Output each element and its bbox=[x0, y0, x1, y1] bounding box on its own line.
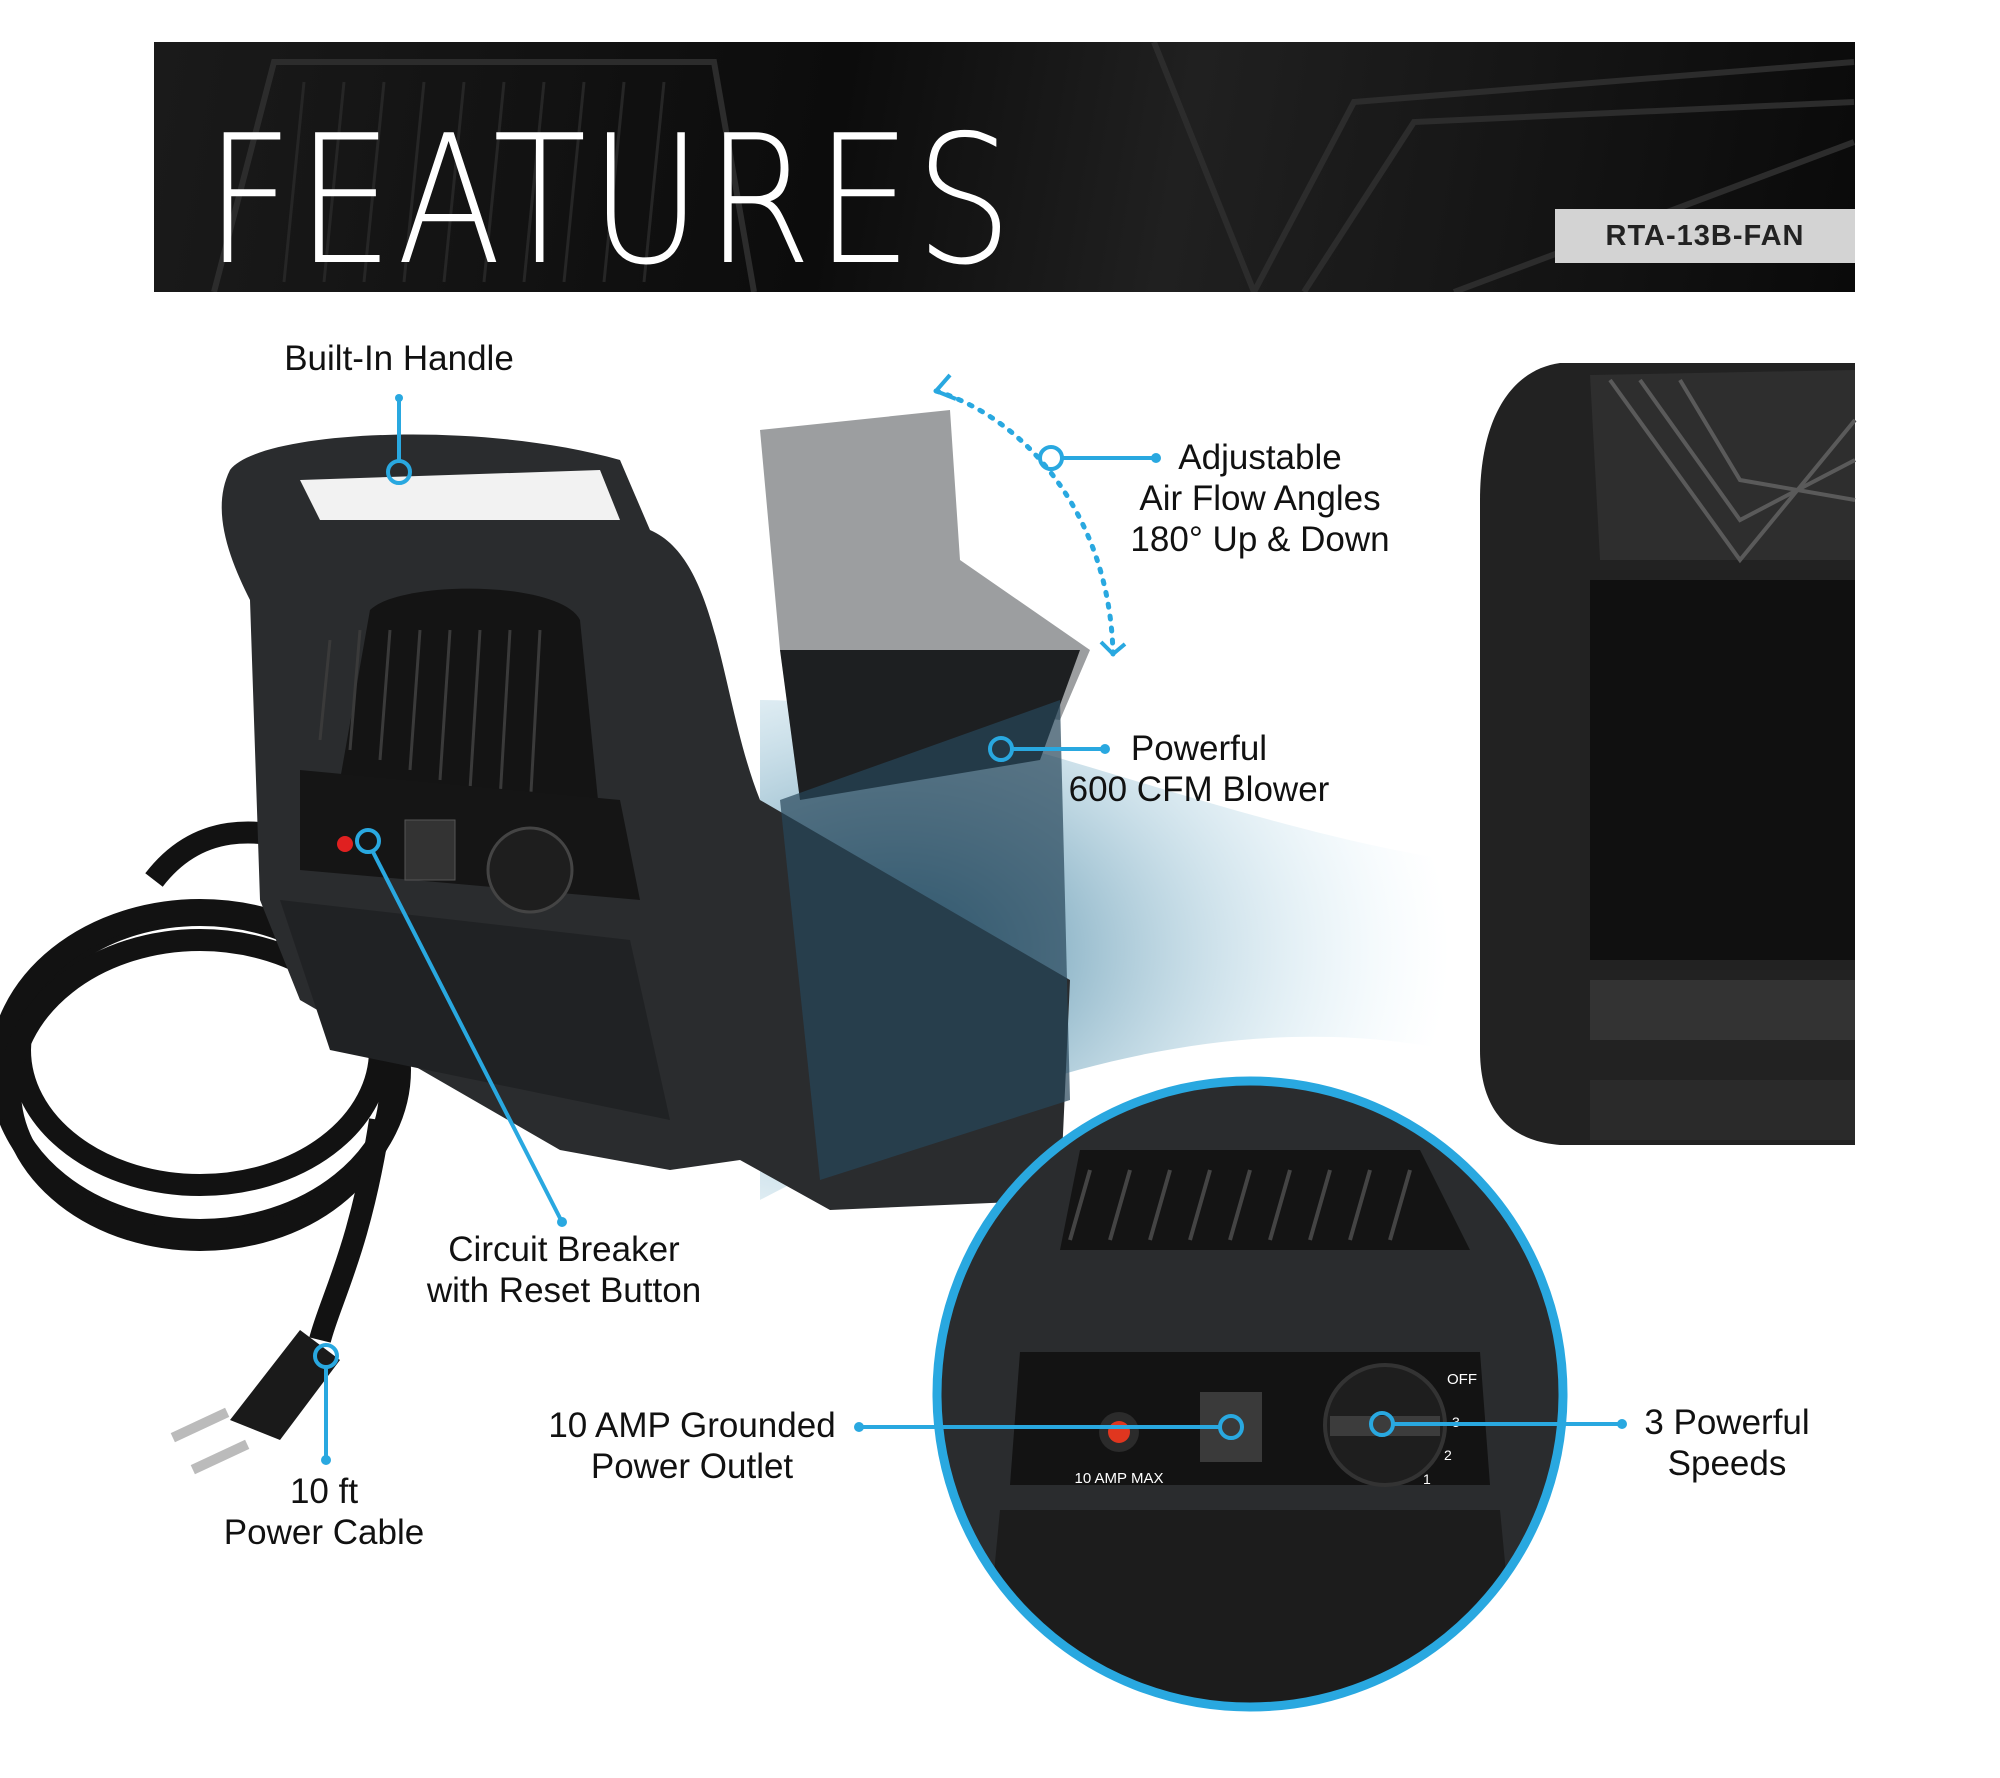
dial-2-label: 2 bbox=[1444, 1447, 1452, 1463]
feature-text: Speeds bbox=[1667, 1444, 1787, 1483]
side-fan-view bbox=[1480, 363, 1857, 1145]
main-fan bbox=[221, 410, 1090, 1210]
features-banner bbox=[154, 42, 1855, 292]
feature-text: 180° Up & Down bbox=[1130, 520, 1390, 559]
feature-text: Air Flow Angles bbox=[1139, 479, 1381, 518]
control-panel-closeup bbox=[937, 1081, 1563, 1707]
plug bbox=[170, 1330, 340, 1475]
feature-text: 3 Powerful bbox=[1644, 1403, 1810, 1442]
feature-text: 10 AMP Grounded bbox=[548, 1406, 836, 1445]
feature-power-outlet: 10 AMP Grounded Power Outlet bbox=[548, 1405, 835, 1487]
feature-powerful-blower: Powerful 600 CFM Blower bbox=[1069, 728, 1330, 810]
feature-text: 600 CFM Blower bbox=[1068, 770, 1330, 809]
feature-text: 10 ft bbox=[289, 1472, 359, 1511]
feature-text: Powerful bbox=[1130, 729, 1268, 768]
feature-built-in-handle: Built-In Handle bbox=[284, 338, 514, 379]
feature-text: Power Outlet bbox=[590, 1447, 794, 1486]
feature-power-cable: 10 ft Power Cable bbox=[224, 1471, 424, 1553]
model-badge: RTA-13B-FAN bbox=[1555, 209, 1855, 263]
feature-text: Power Cable bbox=[223, 1513, 425, 1552]
callout-leaders bbox=[313, 373, 1622, 1460]
feature-three-speeds: 3 Powerful Speeds bbox=[1644, 1402, 1809, 1484]
feature-circuit-breaker: Circuit Breaker with Reset Button bbox=[427, 1229, 701, 1311]
amp-max-label: 10 AMP MAX bbox=[1075, 1470, 1164, 1487]
page-title: FEATURES bbox=[205, 97, 1016, 304]
feature-text: Adjustable bbox=[1178, 438, 1342, 477]
closeup-ring bbox=[932, 1076, 1568, 1712]
feature-text: Built-In Handle bbox=[284, 339, 514, 378]
feature-text: with Reset Button bbox=[426, 1271, 702, 1310]
feature-text: Circuit Breaker bbox=[448, 1230, 680, 1269]
dial-1-label: 1 bbox=[1423, 1471, 1431, 1487]
feature-adjustable-airflow: Adjustable Air Flow Angles 180° Up & Dow… bbox=[1130, 437, 1389, 560]
dial-off-label: OFF bbox=[1447, 1371, 1477, 1388]
